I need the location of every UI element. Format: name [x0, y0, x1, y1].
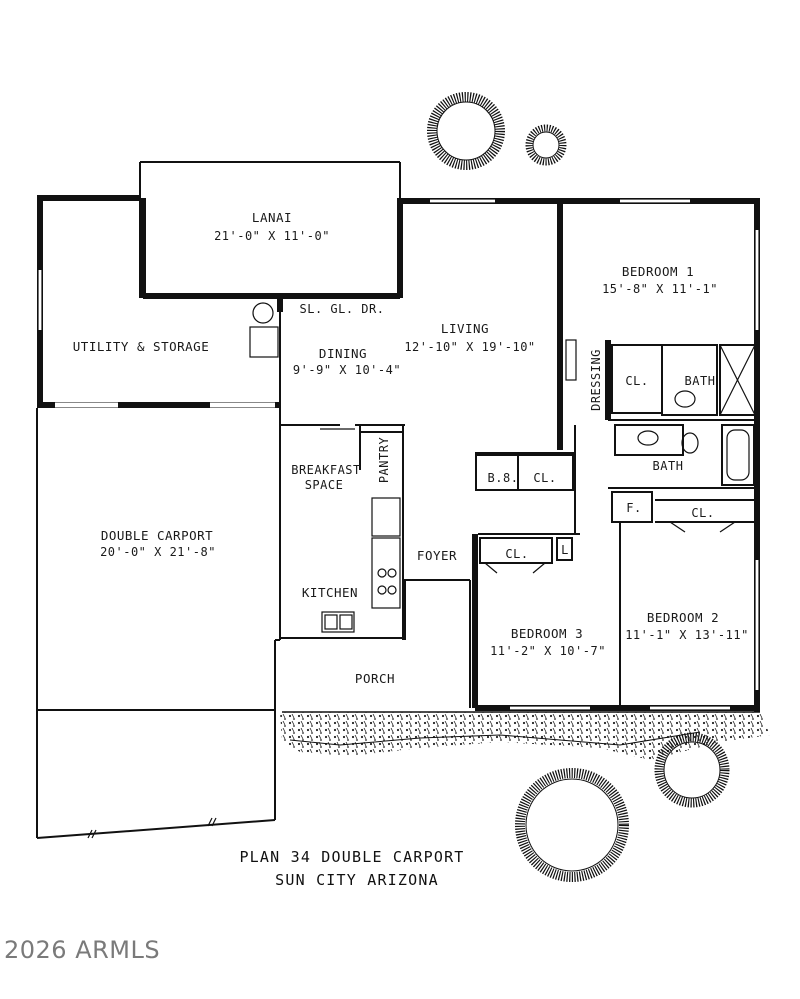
- watermark: 2026 ARMLS: [4, 936, 161, 964]
- bath-hall-label: BATH: [653, 459, 684, 473]
- bedroom1-label: BEDROOM 1: [622, 264, 694, 279]
- porch-label: PORCH: [355, 671, 395, 686]
- tree-large-bottom: [515, 768, 629, 882]
- cl-bs-label: CL.: [533, 471, 556, 485]
- kitchen-label: KITCHEN: [302, 585, 358, 600]
- breakfast-label-line2: SPACE: [305, 478, 344, 492]
- planting-bed: [280, 711, 770, 760]
- carport-label: DOUBLE CARPORT: [101, 528, 213, 543]
- lanai-label: LANAI: [252, 210, 292, 225]
- tree-small-top: [525, 124, 567, 166]
- carport-dims: 20'-0" X 21'-8": [100, 545, 216, 559]
- tree-medium-bottom: [654, 732, 730, 808]
- pantry-label: PANTRY: [377, 437, 391, 484]
- tree-large-top: [427, 92, 505, 170]
- bedroom3-dims: 11'-2" X 10'-7": [490, 644, 606, 658]
- exterior-walls: [37, 161, 760, 712]
- bath-master-label: BATH: [685, 374, 716, 388]
- interior-walls: [36, 203, 757, 839]
- living-label: LIVING: [441, 321, 489, 336]
- caption-line2: SUN CITY ARIZONA: [275, 871, 439, 889]
- utility-label: UTILITY & STORAGE: [73, 339, 209, 354]
- sliding-door-label: SL. GL. DR.: [300, 302, 385, 316]
- plan-caption: PLAN 34 DOUBLE CARPORT SUN CITY ARIZONA: [239, 848, 464, 889]
- l-box-label: L: [561, 543, 569, 557]
- dining-label: DINING: [319, 346, 367, 361]
- bedroom2-label: BEDROOM 2: [647, 610, 719, 625]
- caption-line1: PLAN 34 DOUBLE CARPORT: [239, 848, 464, 866]
- foyer-label: FOYER: [417, 548, 457, 563]
- cl-master-label: CL.: [625, 374, 648, 388]
- dining-dims: 9'-9" X 10'-4": [293, 363, 401, 377]
- breakfast-label-line1: BREAKFAST: [291, 463, 361, 477]
- room-labels: LANAI 21'-0" X 11'-0" UTILITY & STORAGE …: [73, 210, 749, 686]
- bs-label: B.8.: [488, 471, 519, 485]
- living-dims: 12'-10" X 19'-10": [404, 340, 535, 354]
- cl-bed2-label: CL.: [691, 506, 714, 520]
- bedroom3-label: BEDROOM 3: [511, 626, 583, 641]
- bedroom2-dims: 11'-1" X 13'-11": [625, 628, 749, 642]
- dressing-label: DRESSING: [589, 349, 603, 411]
- f-label: F.: [626, 501, 641, 515]
- cl-bed3-label: CL.: [505, 547, 528, 561]
- lanai-dims: 21'-0" X 11'-0": [214, 229, 330, 243]
- bedroom1-dims: 15'-8" X 11'-1": [602, 282, 718, 296]
